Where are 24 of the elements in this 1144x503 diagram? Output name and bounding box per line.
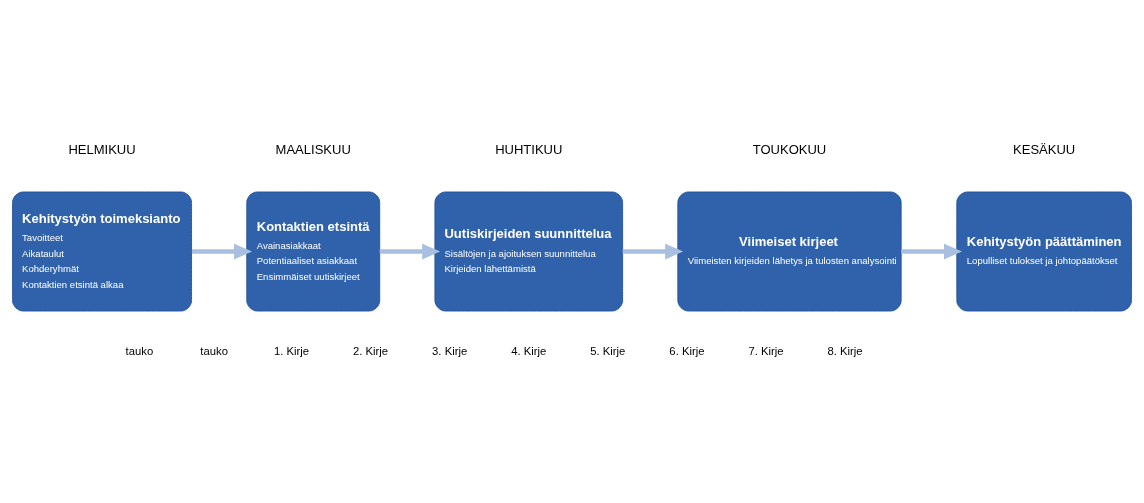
label: tauko [200,344,228,357]
arrow [191,243,253,260]
label: 4. Kirje [511,344,547,357]
label: 6. Kirje [669,344,705,357]
label: 7. Kirje [748,344,784,357]
arrow [901,243,962,260]
label: HUHTIKUU [495,142,563,158]
label: 5. Kirje [590,344,626,357]
node-box: Kehitystyön päättäminen Lopulliset tulokset ja johtopäätökset [956,191,1132,312]
label: TOUKOKUU [752,142,827,158]
label: MAALISKUU [275,142,351,158]
node-box: Viimeiset kirjeet Viimeisten kirjeiden lähetys ja tulosten analysointi [677,191,902,312]
node-box: Kehitystyön toimeksianto Tavoitteet Aikataulut Kohderyhmät Kontaktien etsintä alkaa [12,191,192,312]
label: 2. Kirje [353,344,389,357]
arrow [622,243,684,260]
arrow [379,243,441,260]
label: tauko [125,344,154,357]
node-box: Kontaktien etsintä Avainasiakkaat Potentiaaliset asiakkaat Ensimmäiset uutiskirjeet [246,191,381,312]
label: 1. Kirje [273,344,310,357]
label: 8. Kirje [827,344,863,357]
label: KESÄKUU [1013,142,1076,158]
node-box: Uutiskirjeiden suunnittelua Sisältöjen ja ajoituksen suunnittelua Kirjeiden lähettämistä [434,191,624,312]
label: HELMIKUU [68,142,136,158]
label: 3. Kirje [432,344,468,357]
